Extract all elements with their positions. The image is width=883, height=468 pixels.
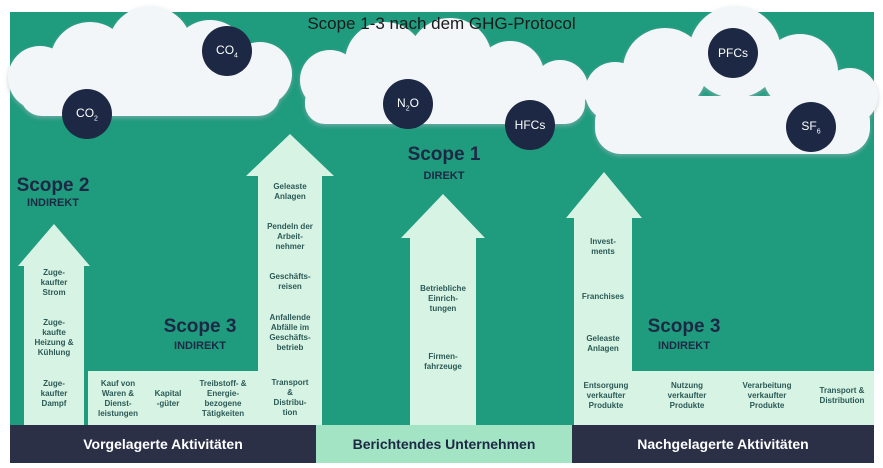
scope3-downstream-item: Nutzung verkaufter Produkte xyxy=(667,381,707,410)
scope2-item: Zuge- kaufter Strom xyxy=(40,268,68,297)
scope2-item: Zuge- kaufte Heizung & Kühlung xyxy=(34,318,74,357)
scope3-downstream-arrow-item: Geleaste Anlagen xyxy=(586,334,620,353)
scope3-downstream-arrow-item: Franchises xyxy=(581,292,625,301)
gas-ch4-circle: CO4 xyxy=(202,26,252,76)
scope2-heading: Scope 2 xyxy=(16,175,90,196)
scope1-subheading: DIREKT xyxy=(423,170,465,182)
scope3-upstream-arrow-item: Transport & Distribu- tion xyxy=(271,378,309,417)
scope3-downstream-subheading: INDIREKT xyxy=(658,340,710,352)
scope1-arrow-head xyxy=(401,194,485,238)
scope3-downstream-item: Entsorgung verkaufter Produkte xyxy=(583,381,629,410)
gas-pfcs-circle: PFCs xyxy=(708,28,758,78)
diagram-title: Scope 1-3 nach dem GHG-Protocol xyxy=(307,14,576,33)
scope2-arrow-head xyxy=(18,224,90,266)
scope1-heading: Scope 1 xyxy=(407,144,481,165)
scope3-downstream-arrow-item: Invest- ments xyxy=(590,237,616,256)
gas-hfcs-circle: HFCs xyxy=(505,100,555,150)
scope1-item: Firmen- fahrzeuge xyxy=(424,352,462,371)
scope3-downstream-item: Transport & Distribution xyxy=(819,386,865,405)
footer-upstream: Vorgelagerte Aktivitäten xyxy=(10,425,316,463)
scope2-subheading: INDIREKT xyxy=(27,197,79,209)
scope3-upstream-arrow-item: Pendeln der Arbeit- nehmer xyxy=(267,222,313,251)
scope3-upstream-heading: Scope 3 xyxy=(163,316,237,337)
scope3-upstream-arrow xyxy=(258,175,322,425)
scope3-upstream-subheading: INDIREKT xyxy=(174,340,226,352)
scope3-upstream-arrow-item: Geleaste Anlagen xyxy=(273,182,307,201)
scope1-item: Betriebliche Einrich- tungen xyxy=(420,284,466,313)
scope3-upstream-arrow-head xyxy=(246,134,334,176)
footer-reporting-company: Berichtendes Unternehmen xyxy=(316,425,572,463)
scope1-arrow xyxy=(410,237,476,425)
scope3-upstream-item: Kauf von Waren & Dienst- leistungen xyxy=(97,379,138,418)
scope3-upstream-item: Kapital -güter xyxy=(154,389,182,408)
scope3-downstream-band xyxy=(574,371,874,425)
scope3-upstream-arrow-item: Anfallende Abfälle im Geschäfts- betrieb xyxy=(269,313,311,352)
scope2-item: Zuge- kaufter Dampf xyxy=(40,379,68,408)
scope3-upstream-band xyxy=(88,371,260,425)
scope3-upstream-item: Treibstoff- & Energie- bezogene Tätigkei… xyxy=(199,379,247,418)
gas-co2-circle: CO2 xyxy=(62,89,112,139)
gas-sf6-circle: SF6 xyxy=(786,102,836,152)
gas-n2o-circle: N2O xyxy=(383,79,433,129)
scope3-downstream-arrow-head xyxy=(566,172,642,218)
scope3-downstream-item: Verarbeitung verkaufter Produkte xyxy=(742,381,792,410)
scope3-downstream-heading: Scope 3 xyxy=(647,316,721,337)
footer-downstream: Nachgelagerte Aktivitäten xyxy=(572,425,874,463)
scope3-upstream-arrow-item: Geschäfts- reisen xyxy=(269,272,311,291)
scope2-arrow xyxy=(24,265,84,425)
